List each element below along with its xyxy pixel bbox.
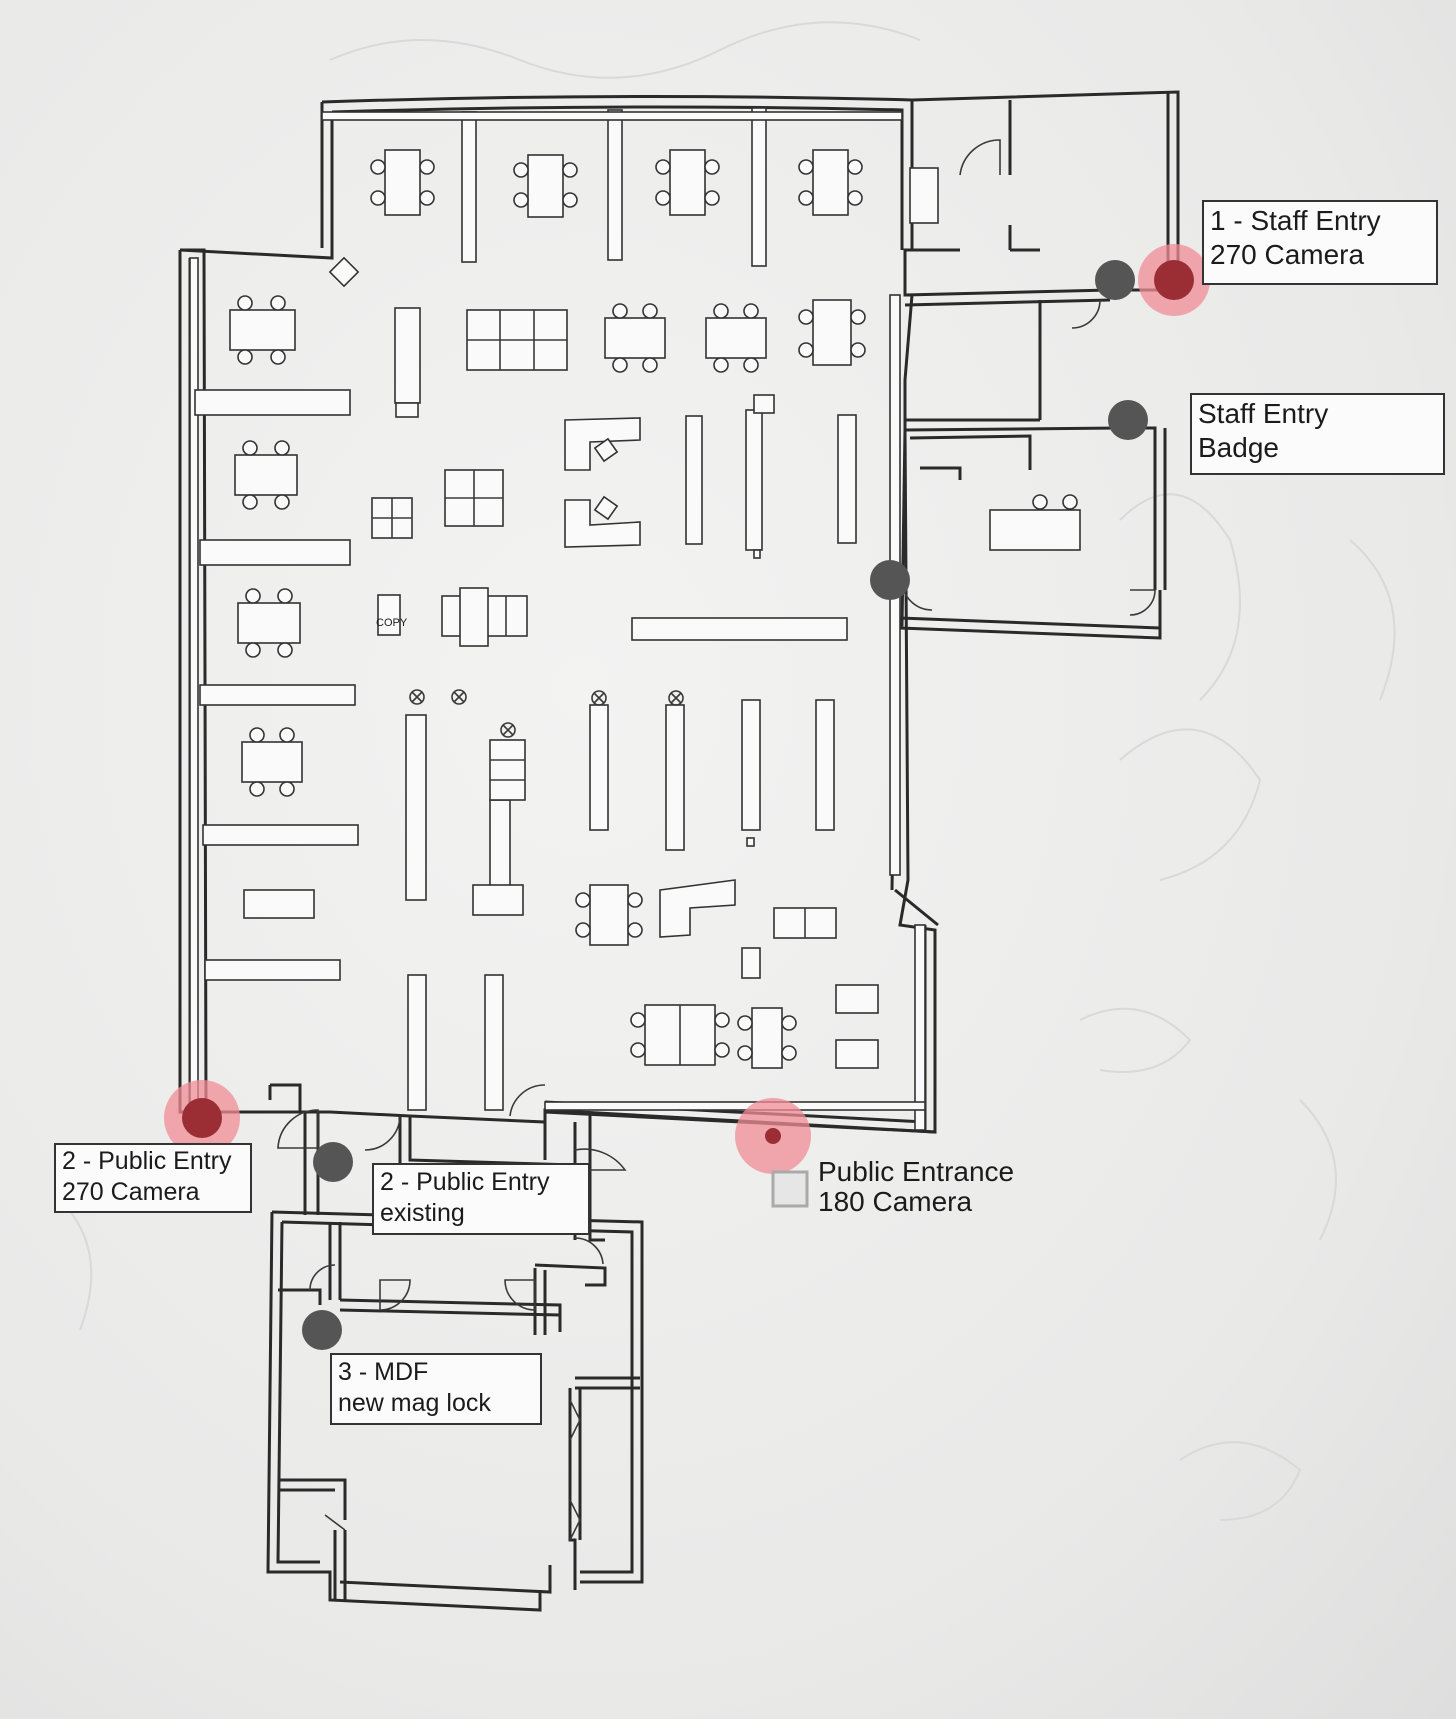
camera-marker (182, 1098, 222, 1138)
sticky-note-icon (771, 1170, 809, 1208)
callout-staff-entry-badge: Staff Entry Badge (1190, 393, 1445, 475)
callout-staff-entry-camera: 1 - Staff Entry 270 Camera (1202, 200, 1438, 285)
label-public-entrance-camera: Public Entrance 180 Camera (818, 1156, 1015, 1217)
study-tables (229, 149, 1081, 1069)
badge-reader-marker (313, 1142, 353, 1182)
camera-marker (765, 1128, 781, 1144)
show-through-scribbles (59, 21, 1396, 1521)
camera-marker (1154, 260, 1194, 300)
badge-reader-marker (302, 1310, 342, 1350)
computer-station-icon (466, 309, 568, 371)
badge-reader-marker (1095, 260, 1135, 300)
callout-public-entry-existing: 2 - Public Entry existing (372, 1163, 590, 1235)
callout-public-entry-camera: 2 - Public Entry 270 Camera (54, 1143, 252, 1213)
callout-mdf: 3 - MDF new mag lock (330, 1353, 542, 1425)
badge-reader-marker (1108, 400, 1148, 440)
security-markers (164, 244, 1210, 1350)
copier-label: COPY (376, 617, 408, 629)
book-stacks (394, 307, 857, 1111)
door-swing-icon (959, 139, 1001, 176)
table-icon (370, 149, 435, 216)
service-desk (328, 256, 775, 979)
fixtures (409, 689, 684, 738)
badge-reader-marker (870, 560, 910, 600)
door-swings (277, 139, 1156, 1541)
computer-stations (371, 309, 837, 939)
wall-shelving (189, 107, 926, 1131)
